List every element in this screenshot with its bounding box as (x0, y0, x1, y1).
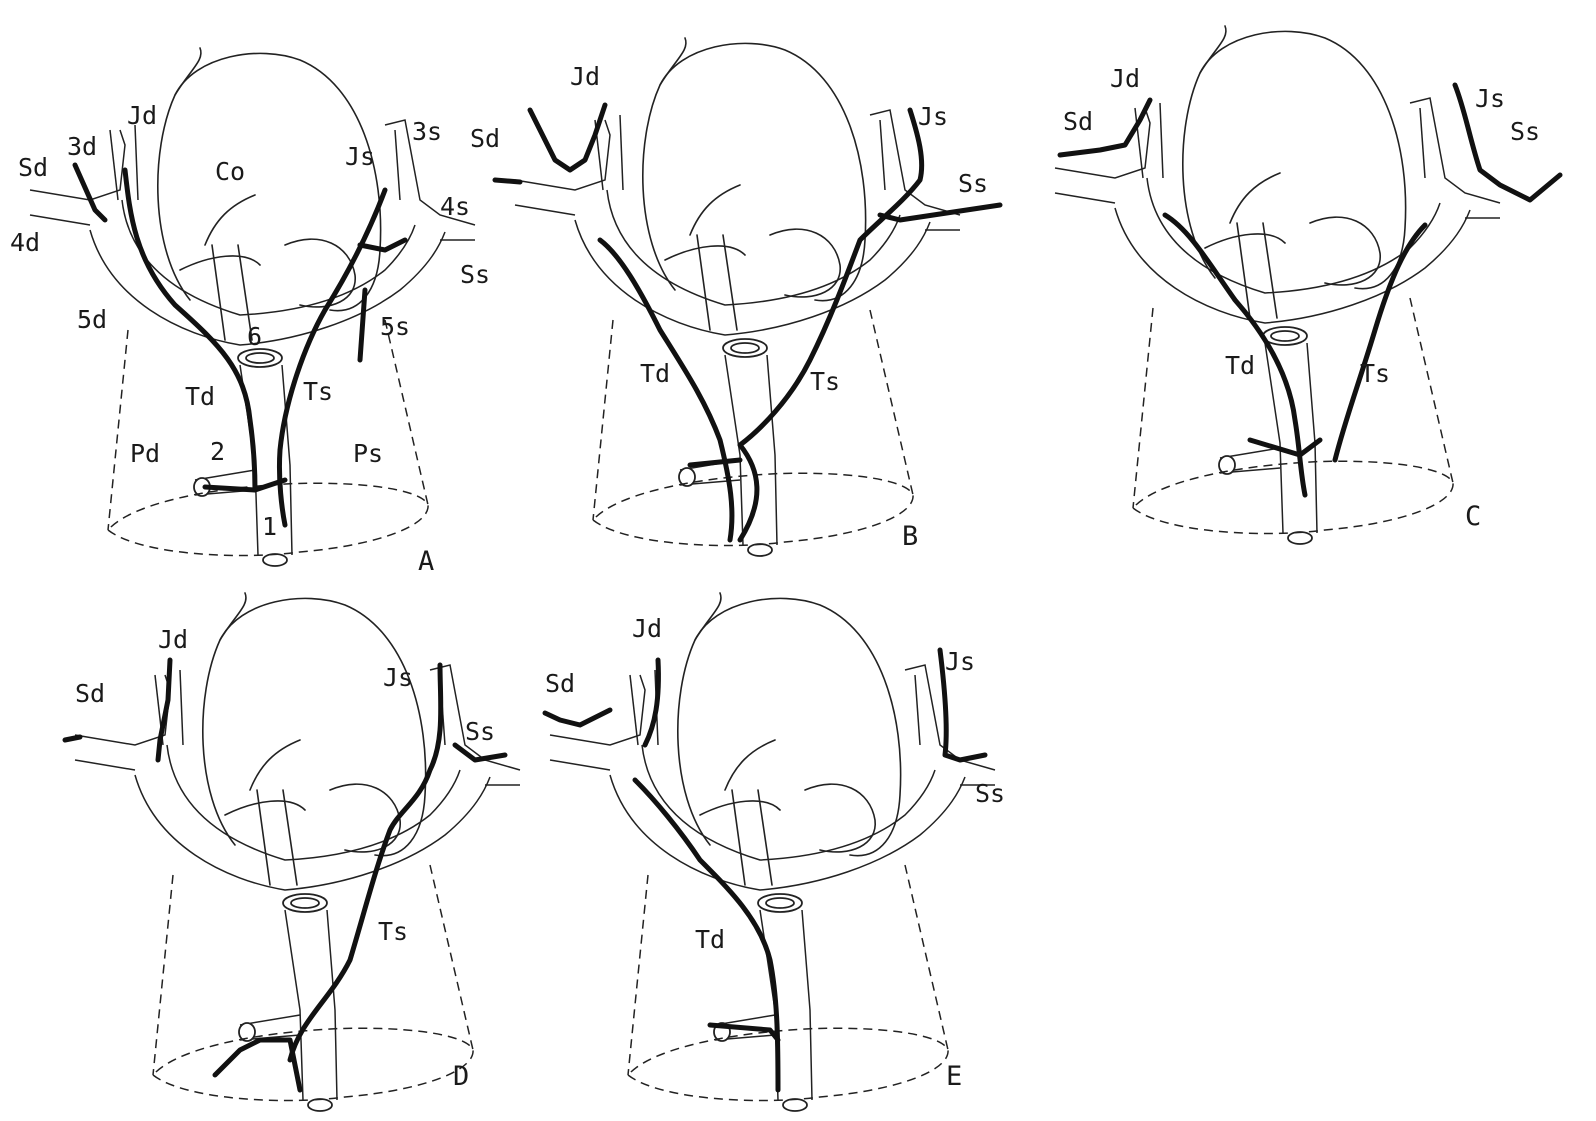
label-jd: Jd (158, 625, 188, 654)
label-1: 1 (262, 512, 277, 541)
panel-e: Jd Sd Js Ss Td E (545, 593, 1005, 1111)
label-ss: Ss (465, 717, 495, 746)
panel-c-vessels (1060, 85, 1560, 495)
label-sd: Sd (75, 679, 105, 708)
label-ss: Ss (958, 169, 988, 198)
label-ss: Ss (975, 779, 1005, 808)
label-sd: Sd (545, 669, 575, 698)
panel-label-b: B (902, 521, 918, 552)
panel-label-d: D (453, 1061, 469, 1092)
label-ss: Ss (1510, 117, 1540, 146)
label-ts: Ts (1360, 359, 1390, 388)
panel-label-a: A (418, 546, 434, 577)
label-td: Td (695, 925, 725, 954)
label-4d: 4d (10, 228, 40, 257)
panel-d-vessels (65, 660, 505, 1090)
panel-e-vessels (545, 650, 985, 1090)
panel-b: Jd Sd Js Ss Td Ts B (470, 38, 1000, 556)
label-ts: Ts (303, 377, 333, 406)
label-5s: 5s (380, 312, 410, 341)
label-js: Js (945, 647, 975, 676)
label-sd: Sd (1063, 107, 1093, 136)
label-pd: Pd (130, 439, 160, 468)
label-td: Td (640, 359, 670, 388)
label-jd: Jd (570, 62, 600, 91)
label-ts: Ts (378, 917, 408, 946)
panel-d: Jd Sd Js Ss Ts D (65, 593, 520, 1111)
label-sd: Sd (470, 124, 500, 153)
label-ts: Ts (810, 367, 840, 396)
panel-label-c: C (1465, 501, 1481, 532)
panel-b-vessels (495, 105, 1000, 540)
label-js: Js (383, 663, 413, 692)
label-js: Js (1475, 84, 1505, 113)
panel-a: Jd Sd 3d 4d 5d Co Js 3s 4s Ss 5s 6 Td Ts… (10, 48, 490, 577)
label-6: 6 (247, 322, 262, 351)
label-td: Td (1225, 351, 1255, 380)
label-jd: Jd (1110, 64, 1140, 93)
label-js: Js (918, 102, 948, 131)
label-js: Js (345, 142, 375, 171)
label-co: Co (215, 157, 245, 186)
label-4s: 4s (440, 192, 470, 221)
label-5d: 5d (77, 305, 107, 334)
label-jd: Jd (127, 101, 157, 130)
label-jd: Jd (632, 614, 662, 643)
label-3s: 3s (412, 117, 442, 146)
label-2: 2 (210, 437, 225, 466)
label-td: Td (185, 382, 215, 411)
panel-label-e: E (946, 1061, 962, 1092)
panel-c: Jd Sd Js Ss Td Ts C (1055, 26, 1560, 544)
label-ps: Ps (353, 439, 383, 468)
label-ss: Ss (460, 260, 490, 289)
label-3d: 3d (67, 132, 97, 161)
label-sd: Sd (18, 153, 48, 182)
